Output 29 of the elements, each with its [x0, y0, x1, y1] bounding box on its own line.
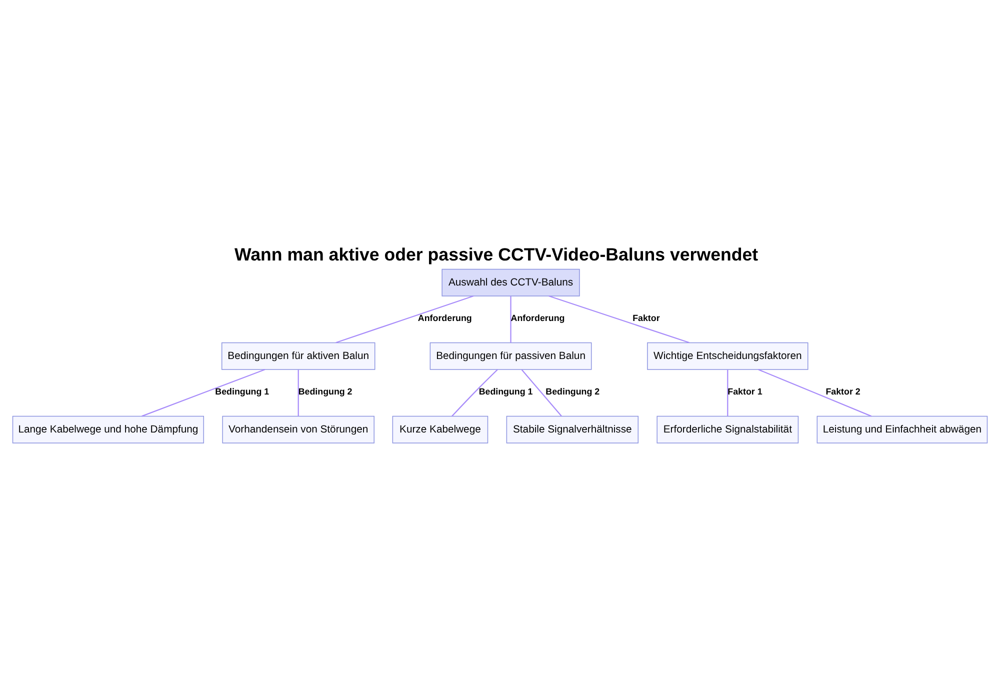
- edge-label: Bedingung 1: [215, 386, 270, 396]
- node-box: Bedingungen für aktiven Balun: [221, 342, 376, 370]
- diagram-title: Wann man aktive oder passive CCTV-Video-Baluns verwendet: [234, 244, 758, 264]
- edge-label: Bedingung 1: [478, 386, 533, 396]
- connector: [521, 369, 562, 417]
- node-box: Kurze Kabelwege: [392, 416, 488, 444]
- edge-label: Bedingung 2: [298, 386, 352, 396]
- connector: [510, 296, 512, 343]
- connector: [758, 368, 872, 417]
- node-box: Stabile Signalverhältnisse: [506, 416, 639, 444]
- edge-label: Faktor: [632, 312, 660, 323]
- node-box: Leistung und Einfachheit abwägen: [816, 416, 988, 444]
- edge-label: Anforderung: [418, 312, 472, 323]
- edge-label: Anforderung: [510, 312, 565, 323]
- edge-label: Bedingung 2: [546, 386, 600, 396]
- node-box: Vorhandensein von Störungen: [222, 416, 374, 444]
- node-box: Auswahl des CCTV-Baluns: [442, 268, 580, 296]
- node-box: Bedingungen für passiven Balun: [430, 342, 592, 370]
- connector: [548, 295, 690, 344]
- connector: [298, 370, 299, 416]
- edge-label: Faktor 2: [826, 386, 860, 396]
- connector: [142, 368, 266, 417]
- connector: [727, 370, 728, 416]
- node-box: Erforderliche Signalstabilität: [656, 416, 799, 444]
- node-box: Wichtige Entscheidungsfaktoren: [647, 342, 808, 370]
- connector: [452, 369, 498, 417]
- edge-label: Faktor 1: [728, 386, 762, 396]
- node-box: Lange Kabelwege und hohe Dämpfung: [12, 416, 204, 444]
- connector: [336, 295, 474, 344]
